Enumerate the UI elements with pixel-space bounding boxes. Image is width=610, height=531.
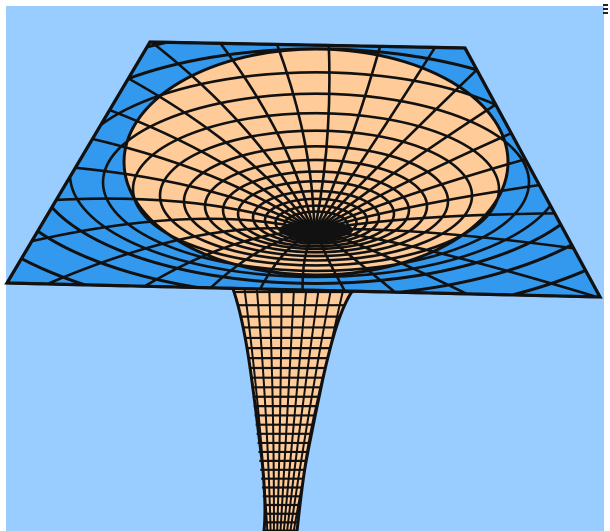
throat-opening	[280, 222, 352, 238]
scroll-marker-icon	[603, 4, 609, 20]
